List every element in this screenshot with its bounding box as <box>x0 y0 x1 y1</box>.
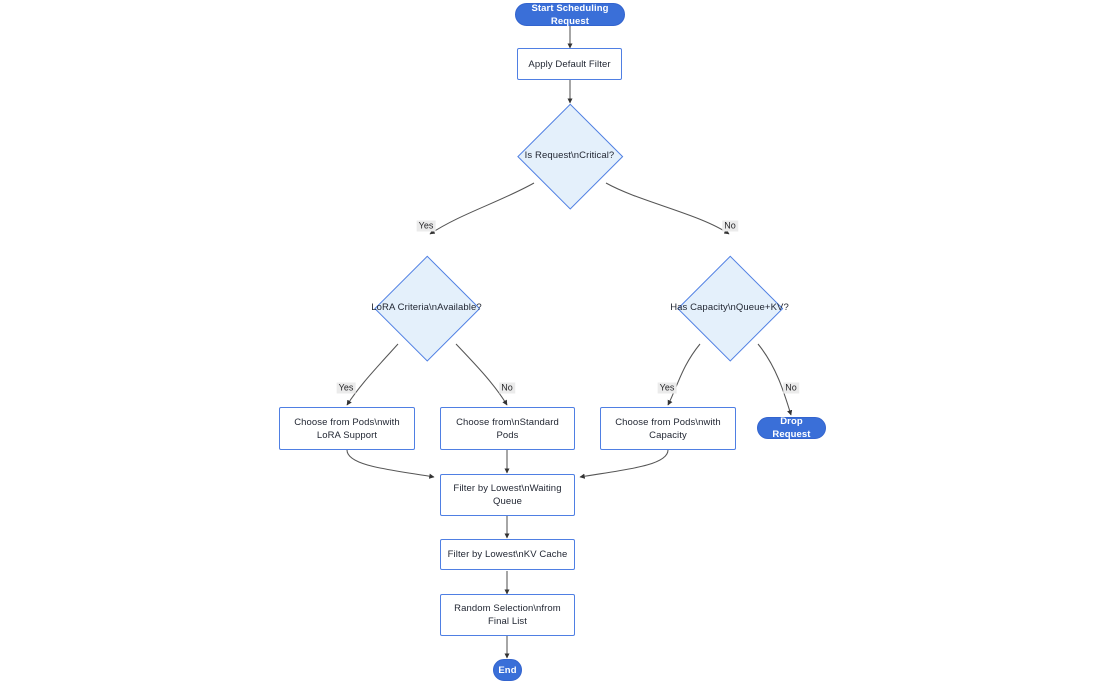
node-random-selection-from-final-list[interactable]: Random Selection\nfrom Final List <box>440 594 575 636</box>
edge-label-no-lora: No <box>499 382 515 394</box>
edge-label-yes-lora: Yes <box>336 382 356 394</box>
edge-pods-cap-to-filter-queue <box>579 449 669 479</box>
node-filter-by-lowest-waiting-queue-label: Filter by Lowest\nWaiting Queue <box>453 483 562 507</box>
node-choose-pods-with-capacity-label: Choose from Pods\nwith Capacity <box>615 416 721 441</box>
node-choose-pods-with-capacity[interactable]: Choose from Pods\nwith Capacity <box>600 407 736 450</box>
edge-pods-lora-to-filter-queue <box>346 449 435 479</box>
node-apply-default-filter-label: Apply Default Filter <box>528 58 611 70</box>
edge-label-yes-capacity: Yes <box>657 382 677 394</box>
node-lora-criteria-available[interactable]: LoRA Criteria\nAvailable? <box>371 255 482 361</box>
node-has-capacity-label: Has Capacity\nQueue+KV? <box>670 301 789 313</box>
node-apply-default-filter[interactable]: Apply Default Filter <box>517 48 622 80</box>
node-has-capacity[interactable]: Has Capacity\nQueue+KV? <box>670 255 789 361</box>
node-choose-standard-pods-label: Choose from\nStandard Pods <box>456 416 559 441</box>
node-choose-pods-with-lora-support[interactable]: Choose from Pods\nwith LoRA Support <box>279 407 415 450</box>
node-filter-by-lowest-kv-cache-label: Filter by Lowest\nKV Cache <box>447 549 568 560</box>
edge-label-no-capacity: No <box>783 382 799 394</box>
node-random-selection-from-final-list-label: Random Selection\nfrom Final List <box>454 603 561 627</box>
node-end[interactable]: End <box>493 659 522 681</box>
node-is-request-critical-label: Is Request\nCritical? <box>524 149 615 161</box>
node-choose-pods-with-lora-support-label: Choose from Pods\nwith LoRA Support <box>294 416 400 441</box>
node-drop-request-label: Drop Request <box>772 416 811 440</box>
node-start-label: Start Scheduling Request <box>531 2 609 27</box>
node-drop-request[interactable]: Drop Request <box>757 416 826 440</box>
node-is-request-critical[interactable]: Is Request\nCritical? <box>517 103 624 209</box>
node-end-label: End <box>498 664 517 676</box>
edge-label-no-is-critical: No <box>722 220 738 232</box>
node-choose-standard-pods[interactable]: Choose from\nStandard Pods <box>440 407 575 450</box>
node-lora-criteria-available-label: LoRA Criteria\nAvailable? <box>371 301 482 313</box>
node-start[interactable]: Start Scheduling Request <box>515 2 625 27</box>
edge-is-critical-no-to-capacity <box>605 182 730 235</box>
node-filter-by-lowest-kv-cache[interactable]: Filter by Lowest\nKV Cache <box>440 539 575 570</box>
edge-label-yes-is-critical: Yes <box>416 220 436 232</box>
node-filter-by-lowest-waiting-queue[interactable]: Filter by Lowest\nWaiting Queue <box>440 474 575 516</box>
